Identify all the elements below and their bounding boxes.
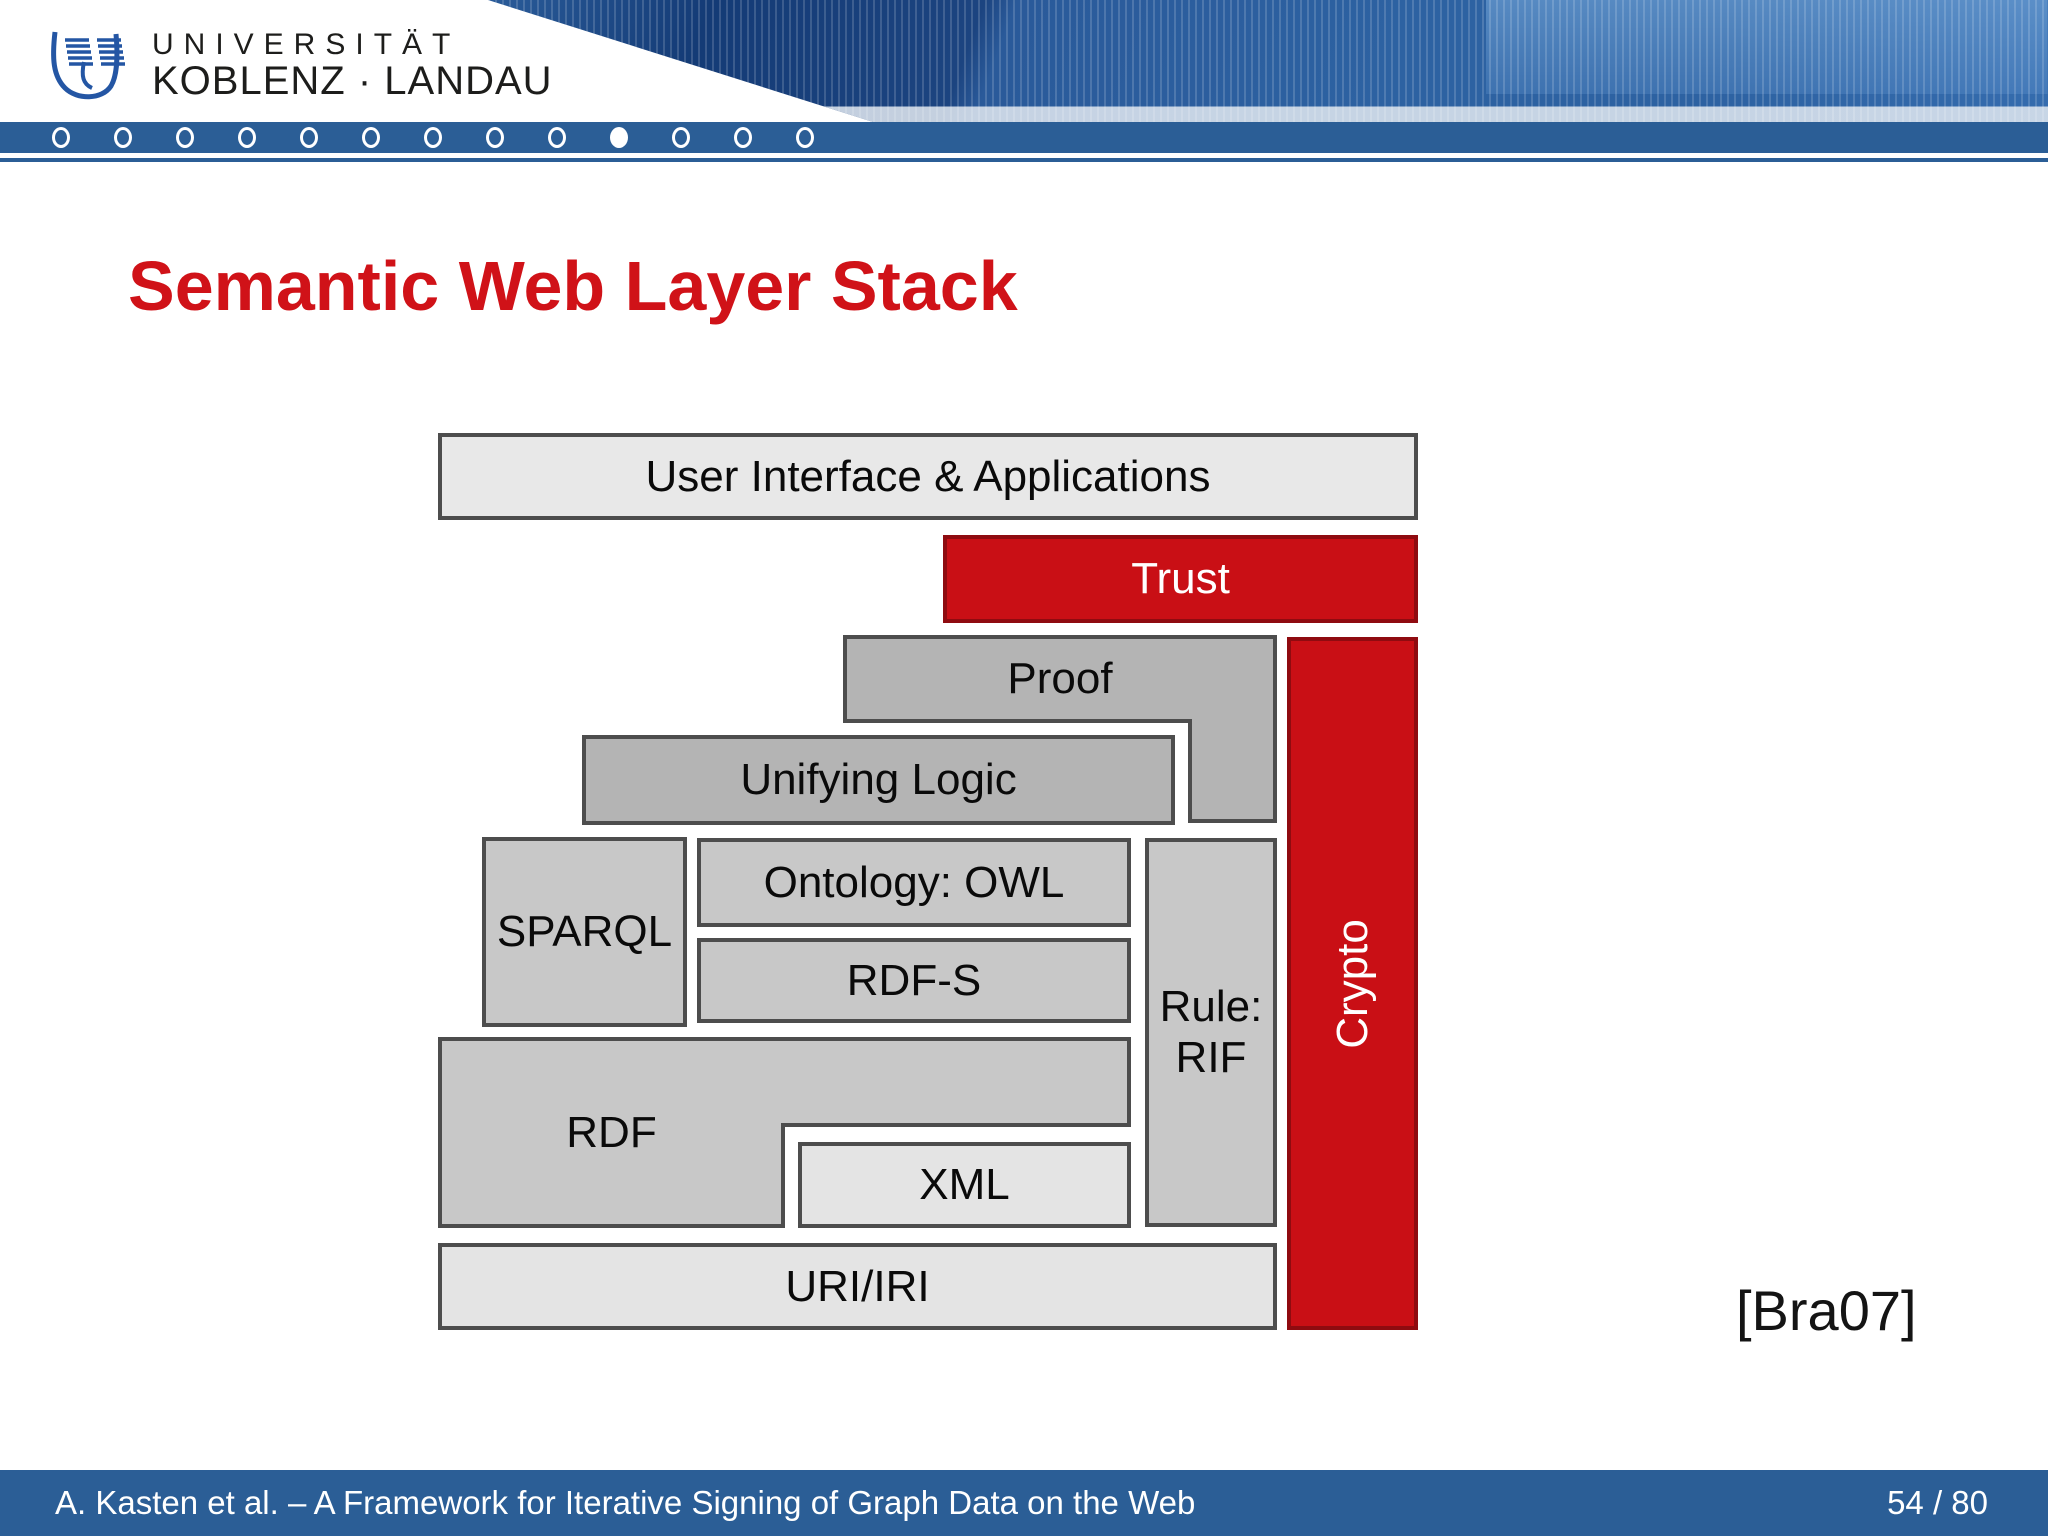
nav-dot[interactable] xyxy=(114,127,132,148)
layer-box-rule-rif: Rule: RIF xyxy=(1145,838,1277,1227)
nav-dot[interactable] xyxy=(548,127,566,148)
page-title: Semantic Web Layer Stack xyxy=(128,247,1018,325)
rule-label-line2: RIF xyxy=(1175,1032,1247,1082)
nav-dot[interactable] xyxy=(52,127,70,148)
nav-dot[interactable] xyxy=(238,127,256,148)
university-logo-text: UNIVERSITÄT KOBLENZ · LANDAU xyxy=(152,28,553,101)
footer-bar: A. Kasten et al. – A Framework for Itera… xyxy=(0,1470,2048,1536)
nav-dot[interactable] xyxy=(672,127,690,148)
footer-authors-title: A. Kasten et al. – A Framework for Itera… xyxy=(55,1484,1196,1521)
layer-box-proof: Proof xyxy=(843,635,1277,723)
navigation-bar-underline xyxy=(0,158,2048,162)
rule-label-line1: Rule: xyxy=(1159,981,1263,1031)
header-banner-image xyxy=(488,0,2048,122)
layer-box-crypto: Crypto xyxy=(1287,637,1418,1330)
layer-box-rdf-bottom xyxy=(438,1127,785,1228)
layer-box-ontology-owl: Ontology: OWL xyxy=(697,838,1131,927)
layer-box-rdf-s: RDF-S xyxy=(697,938,1131,1023)
nav-dot[interactable] xyxy=(176,127,194,148)
rdf-label: RDF xyxy=(566,1107,657,1157)
layer-box-rdf-top xyxy=(438,1037,1131,1127)
layer-box-unifying-logic: Unifying Logic xyxy=(582,735,1175,825)
logo-line-2: KOBLENZ · LANDAU xyxy=(152,59,553,103)
layer-box-user-interface: User Interface & Applications xyxy=(438,433,1418,520)
layer-box-uri-iri: URI/IRI xyxy=(438,1243,1277,1330)
nav-dot[interactable] xyxy=(734,127,752,148)
crypto-label: Crypto xyxy=(1327,918,1377,1049)
university-logo: UNIVERSITÄT KOBLENZ · LANDAU xyxy=(48,28,553,106)
nav-dot[interactable] xyxy=(486,127,504,148)
logo-line-1: UNIVERSITÄT xyxy=(152,28,461,61)
layer-box-proof-leg xyxy=(1188,723,1277,823)
layer-box-trust: Trust xyxy=(943,535,1418,623)
rdf-shape-joint xyxy=(442,1122,781,1132)
nav-dot[interactable] xyxy=(796,127,814,148)
nav-dots xyxy=(52,122,814,153)
layer-box-xml: XML xyxy=(798,1142,1131,1228)
university-logo-mark xyxy=(51,31,125,100)
citation: [Bra07] xyxy=(1736,1279,1917,1342)
nav-dot[interactable] xyxy=(610,127,628,148)
navigation-bar xyxy=(0,122,2048,153)
footer-page-number: 54 / 80 xyxy=(1887,1484,1988,1521)
nav-dot[interactable] xyxy=(362,127,380,148)
nav-dot[interactable] xyxy=(300,127,318,148)
proof-shape-joint xyxy=(1192,718,1273,728)
nav-dot[interactable] xyxy=(424,127,442,148)
layer-box-sparql: SPARQL xyxy=(482,837,687,1027)
